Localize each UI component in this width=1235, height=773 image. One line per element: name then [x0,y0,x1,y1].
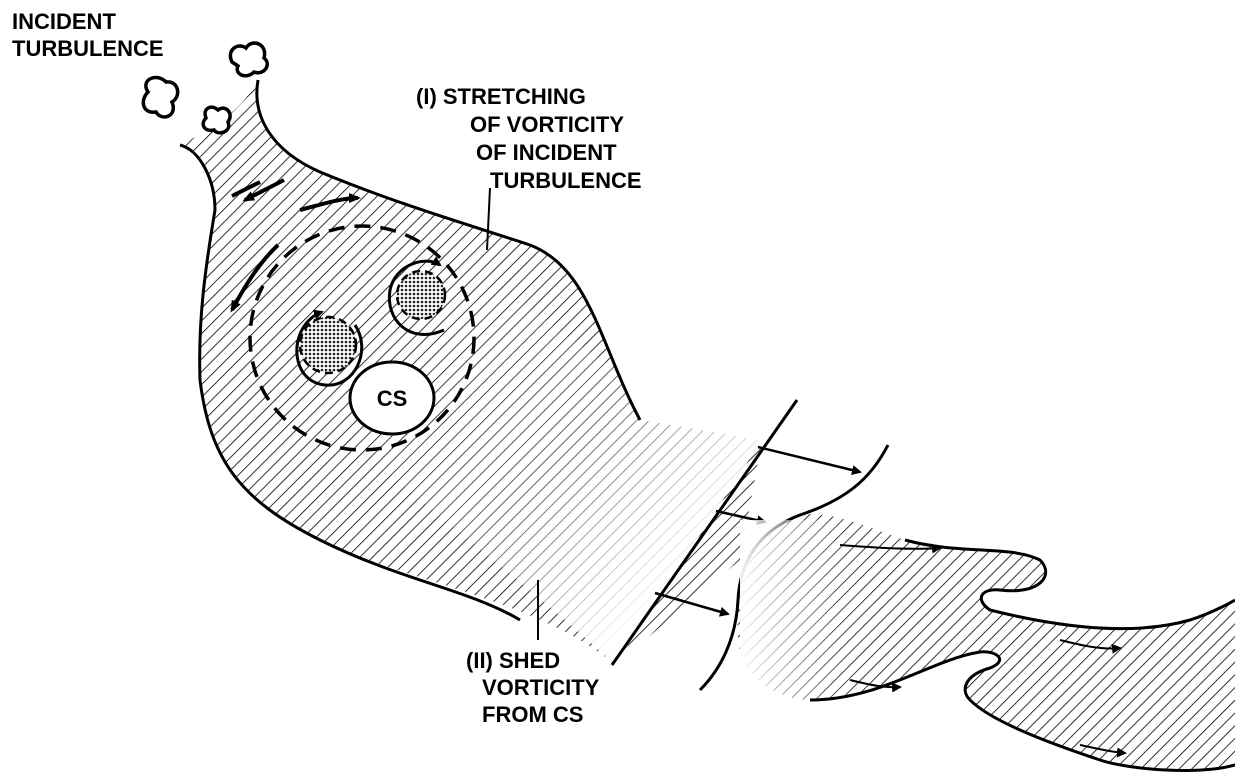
label-incident-turbulence: INCIDENT TURBULENCE [12,9,164,61]
cs-cylinder: CS [350,362,434,434]
label-shed-vorticity: (II) SHED VORTICITY FROM CS [466,648,605,727]
eddy-upper [230,43,267,76]
eddy-left [143,77,177,116]
cs-label: CS [377,386,408,411]
label-stretching: (I) STRETCHING OF VORTICITY OF INCIDENT … [416,84,642,193]
eddy-small [203,107,230,133]
downstream-wake-region [738,514,1235,770]
